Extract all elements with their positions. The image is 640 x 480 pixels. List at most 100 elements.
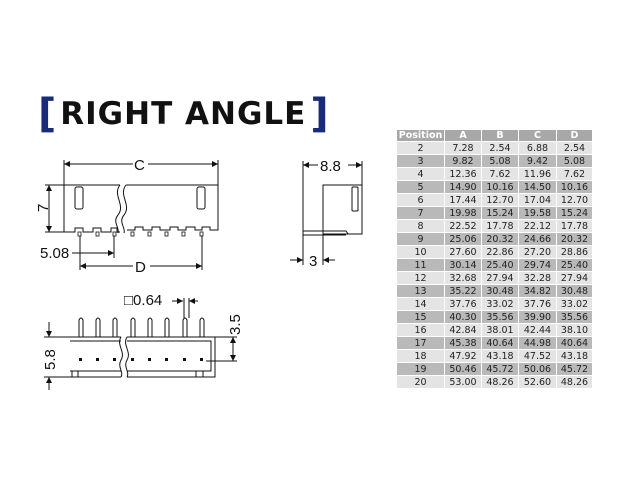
cell-d: 15.24 (557, 206, 592, 219)
title-text: RIGHT ANGLE (60, 96, 307, 132)
page-title: [ RIGHT ANGLE ] (38, 94, 329, 134)
cell-position: 20 (397, 375, 444, 388)
cell-d: 43.18 (557, 349, 592, 362)
cell-position: 11 (397, 258, 444, 271)
cell-d: 45.72 (557, 362, 592, 375)
cell-c: 42.44 (519, 323, 556, 336)
cell-a: 32.68 (445, 271, 481, 284)
cell-position: 4 (397, 167, 444, 180)
cell-c: 44.98 (519, 336, 556, 349)
cell-b: 15.24 (482, 206, 518, 219)
title-bracket-close: ] (310, 91, 329, 137)
dim-pin-length-label: 3.5 (227, 314, 244, 335)
cell-c: 19.58 (519, 206, 556, 219)
cell-c: 6.88 (519, 141, 556, 154)
cell-d: 35.56 (557, 310, 592, 323)
dim-pin-size-label: □0.64 (124, 292, 162, 309)
cell-c: 39.90 (519, 310, 556, 323)
cell-a: 42.84 (445, 323, 481, 336)
cell-c: 24.66 (519, 232, 556, 245)
cell-position: 12 (397, 271, 444, 284)
cell-b: 20.32 (482, 232, 518, 245)
cell-c: 50.06 (519, 362, 556, 375)
cell-a: 47.92 (445, 349, 481, 362)
cell-position: 8 (397, 219, 444, 232)
front-view: C 7 5.08 D (35, 157, 219, 276)
header-d: D (557, 130, 592, 141)
cell-c: 32.28 (519, 271, 556, 284)
cell-b: 38.01 (482, 323, 518, 336)
side-view: 8.8 3 (290, 158, 363, 270)
cell-b: 45.72 (482, 362, 518, 375)
cell-d: 48.26 (557, 375, 592, 388)
cell-d: 25.40 (557, 258, 592, 271)
dim-depth-label: 8.8 (320, 158, 341, 175)
cell-a: 14.90 (445, 180, 481, 193)
cell-b: 5.08 (482, 154, 518, 167)
cell-d: 30.48 (557, 284, 592, 297)
header-a: A (445, 130, 481, 141)
cell-b: 22.86 (482, 245, 518, 258)
cell-b: 25.40 (482, 258, 518, 271)
cell-a: 19.98 (445, 206, 481, 219)
cell-b: 30.48 (482, 284, 518, 297)
cell-b: 17.78 (482, 219, 518, 232)
cell-d: 33.02 (557, 297, 592, 310)
cell-c: 37.76 (519, 297, 556, 310)
cell-a: 35.22 (445, 284, 481, 297)
cell-a: 27.60 (445, 245, 481, 258)
cell-position: 7 (397, 206, 444, 219)
cell-a: 25.06 (445, 232, 481, 245)
cell-d: 20.32 (557, 232, 592, 245)
cell-c: 34.82 (519, 284, 556, 297)
cell-c: 11.96 (519, 167, 556, 180)
dim-c-label: C (134, 157, 145, 174)
cell-c: 22.12 (519, 219, 556, 232)
cell-position: 2 (397, 141, 444, 154)
cell-position: 15 (397, 310, 444, 323)
cell-d: 28.86 (557, 245, 592, 258)
cell-d: 5.08 (557, 154, 592, 167)
cell-c: 17.04 (519, 193, 556, 206)
header-position: Position (397, 130, 444, 141)
dim-height-label: 7 (35, 204, 52, 212)
cell-c: 27.20 (519, 245, 556, 258)
cell-a: 22.52 (445, 219, 481, 232)
dim-d-label: D (135, 259, 146, 276)
cell-a: 17.44 (445, 193, 481, 206)
cell-a: 40.30 (445, 310, 481, 323)
cell-c: 9.42 (519, 154, 556, 167)
cell-b: 48.26 (482, 375, 518, 388)
cell-a: 45.38 (445, 336, 481, 349)
title-bracket-open: [ (38, 91, 57, 137)
cell-b: 10.16 (482, 180, 518, 193)
cell-position: 10 (397, 245, 444, 258)
cell-c: 29.74 (519, 258, 556, 271)
header-c: C (519, 130, 556, 141)
cell-position: 9 (397, 232, 444, 245)
cell-a: 7.28 (445, 141, 481, 154)
cell-a: 50.46 (445, 362, 481, 375)
cell-a: 37.76 (445, 297, 481, 310)
cell-a: 12.36 (445, 167, 481, 180)
cell-b: 12.70 (482, 193, 518, 206)
cell-c: 52.60 (519, 375, 556, 388)
cell-b: 43.18 (482, 349, 518, 362)
cell-b: 7.62 (482, 167, 518, 180)
cell-position: 5 (397, 180, 444, 193)
cell-position: 16 (397, 323, 444, 336)
cell-d: 2.54 (557, 141, 592, 154)
dim-body-height-label: 5.8 (42, 349, 59, 370)
